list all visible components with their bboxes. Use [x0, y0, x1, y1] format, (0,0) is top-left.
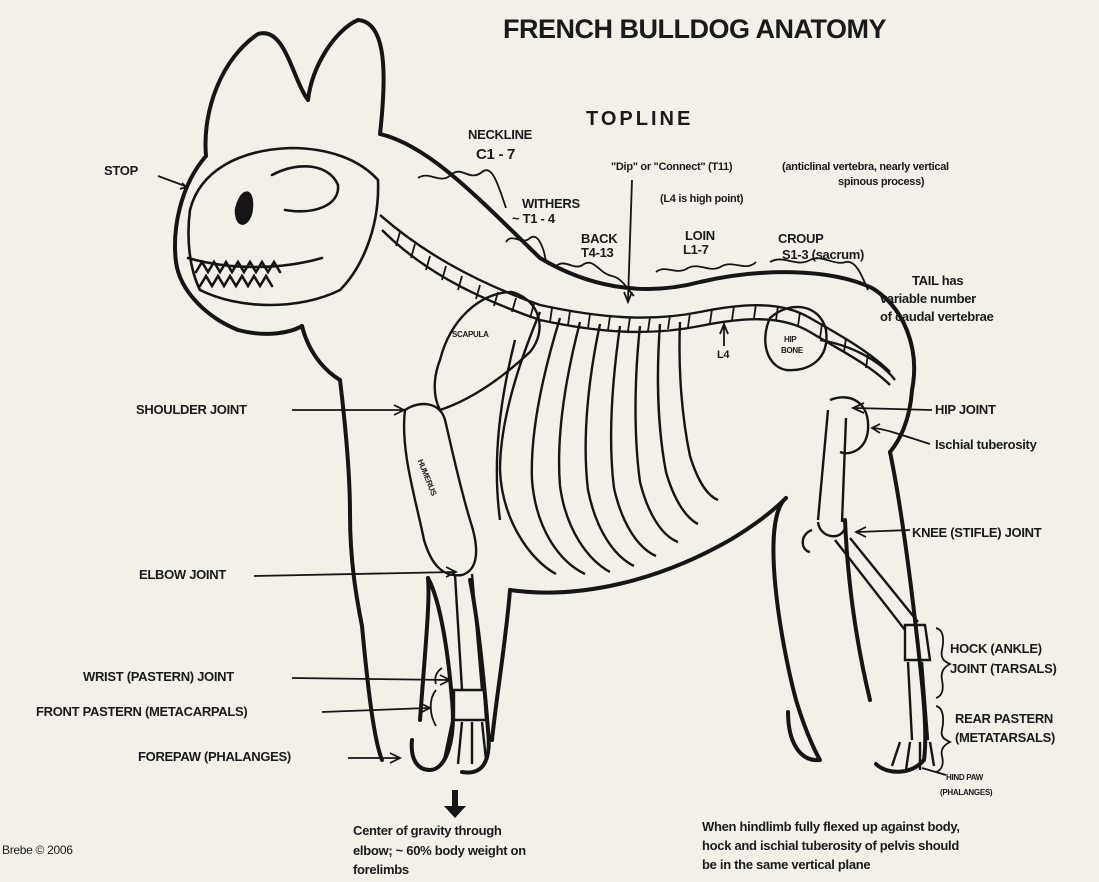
label-hip-joint: HIP JOINT [935, 403, 996, 418]
label-anticlinal-2: spinous process) [838, 176, 924, 189]
label-back-code: T4-13 [581, 246, 613, 261]
forelimb-bones [404, 292, 540, 764]
label-forepaw: FOREPAW (PHALANGES) [138, 750, 291, 765]
label-loin-code: L1-7 [683, 243, 709, 258]
note-hindlimb-2: hock and ischial tuberosity of pelvis sh… [702, 837, 959, 856]
label-anticlinal-1: (anticlinal vertebra, nearly vertical [782, 161, 949, 174]
label-neckline: NECKLINE [468, 128, 532, 143]
label-tail-1: TAIL has [912, 274, 963, 289]
label-hip-bone-2: BONE [781, 346, 803, 355]
label-rear-pastern-2: (METATARSALS) [955, 731, 1055, 746]
label-front-pastern: FRONT PASTERN (METACARPALS) [36, 705, 247, 720]
label-knee-joint: KNEE (STIFLE) JOINT [912, 526, 1041, 541]
label-withers-code: ~ T1 - 4 [512, 212, 555, 227]
label-hip-bone-1: HIP [784, 335, 796, 344]
label-wrist-joint: WRIST (PASTERN) JOINT [83, 670, 234, 685]
note-gravity-1: Center of gravity through [353, 822, 502, 841]
label-rear-pastern-1: REAR PASTERN [955, 712, 1053, 727]
label-ischial-tuberosity: Ischial tuberosity [935, 438, 1037, 453]
label-dip-connect: "Dip" or "Connect" (T11) [611, 161, 732, 174]
label-shoulder-joint: SHOULDER JOINT [136, 403, 247, 418]
label-tail-3: of caudal vertebrae [880, 310, 994, 325]
page-title: FRENCH BULLDOG ANATOMY [503, 14, 886, 45]
label-scapula: SCAPULA [452, 330, 489, 339]
label-l4-high-point: (L4 is high point) [660, 193, 743, 206]
label-croup: CROUP [778, 232, 823, 247]
label-hind-paw-1: HIND PAW [946, 773, 983, 782]
label-tail-2: variable number [880, 292, 976, 307]
skull [188, 148, 378, 305]
label-neckline-code: C1 - 7 [476, 146, 515, 163]
gravity-arrow [444, 790, 466, 818]
label-hock-2: JOINT (TARSALS) [950, 662, 1056, 677]
label-croup-code: S1-3 (sacrum) [782, 248, 864, 263]
label-l4: L4 [717, 349, 729, 362]
topline-heading: TOPLINE [586, 108, 693, 131]
braces [431, 628, 950, 772]
note-hindlimb-3: be in the same vertical plane [702, 856, 870, 875]
label-withers: WITHERS [522, 197, 580, 212]
label-hind-paw-2: (PHALANGES) [940, 788, 992, 797]
note-hindlimb-1: When hindlimb fully flexed up against bo… [702, 818, 960, 837]
label-elbow-joint: ELBOW JOINT [139, 568, 226, 583]
hindlimb-bones [765, 307, 934, 770]
note-gravity-3: forelimbs [353, 861, 409, 880]
dog-outline [175, 20, 925, 773]
note-gravity-2: elbow; ~ 60% body weight on [353, 842, 526, 861]
label-stop: STOP [104, 164, 138, 179]
label-hock-1: HOCK (ANKLE) [950, 642, 1042, 657]
copyright: Brebe © 2006 [2, 844, 73, 858]
